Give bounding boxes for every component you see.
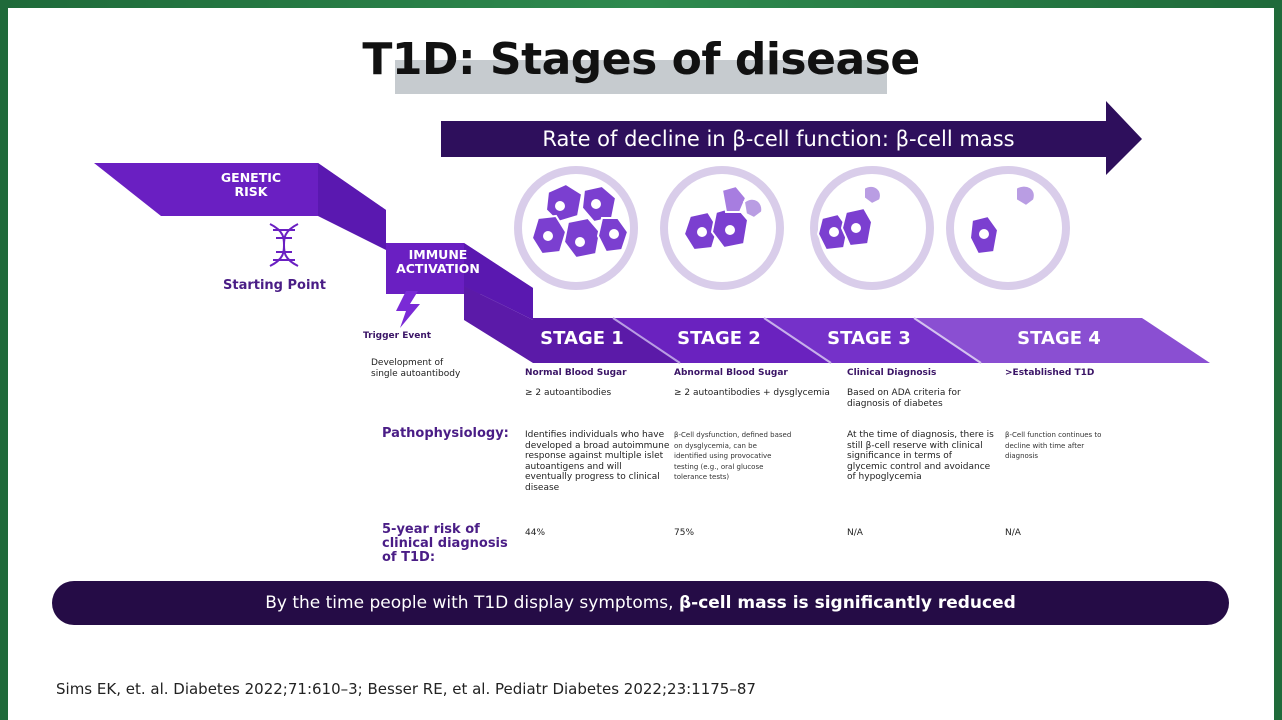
stage-1-heading: Normal Blood Sugar — [525, 368, 627, 378]
step-riser-2 — [464, 243, 533, 320]
stage-4-risk: N/A — [1005, 528, 1021, 538]
citation: Sims EK, et. al. Diabetes 2022;71:610–3;… — [56, 680, 756, 698]
trigger-event-label: Trigger Event — [363, 331, 432, 341]
banner-text: By the time people with T1D display symp… — [265, 593, 679, 613]
genetic-risk-step — [94, 163, 386, 216]
stage-3-segment — [764, 318, 981, 363]
pre-stage-note: Development of single autoantibody — [371, 358, 461, 379]
starting-point-label: Starting Point — [223, 278, 326, 293]
immune-activation-label: IMMUNE ACTIVATION — [396, 247, 480, 276]
stage-2-heading: Abnormal Blood Sugar — [674, 368, 788, 378]
stage-3-label: STAGE 3 — [827, 328, 911, 349]
slide-title: T1D: Stages of disease — [362, 34, 920, 85]
cell-circle-3 — [810, 166, 934, 290]
stage-4-pathophysiology: β-Cell function continues to decline wit… — [1005, 431, 1102, 460]
key-message-banner: By the time people with T1D display symp… — [52, 581, 1229, 625]
rate-arrow-label: Rate of decline in β-cell function: β-ce… — [542, 127, 1015, 151]
cell-circle-1 — [514, 166, 638, 290]
stage-1-segment — [464, 286, 680, 363]
stage-1-label: STAGE 1 — [540, 328, 624, 349]
pathophysiology-label: Pathophysiology: — [382, 426, 509, 441]
title-highlight — [395, 60, 887, 94]
genetic-risk-label: GENETIC RISK — [220, 170, 282, 199]
stage-1-pathophysiology: Identifies individuals who have develope… — [525, 430, 670, 493]
stage-3-heading: Clinical Diagnosis — [847, 368, 937, 378]
dna-icon — [269, 223, 299, 267]
banner-bold-text: β-cell mass is significantly reduced — [678, 593, 1016, 613]
stage-3-risk: N/A — [847, 528, 863, 538]
risk-label: 5-year risk of clinical diagnosis of T1D… — [382, 522, 508, 565]
step-riser-1 — [318, 163, 386, 250]
cell-circle-2 — [660, 166, 784, 290]
rate-arrow — [441, 101, 1142, 175]
stage-2-pathophysiology: β-Cell dysfunction, defined based on dys… — [674, 431, 792, 481]
stage-2-risk: 75% — [674, 528, 695, 538]
cell-circle-4 — [946, 166, 1070, 290]
stage-4-label: STAGE 4 — [1017, 328, 1101, 349]
diagram-shapes — [94, 101, 1210, 364]
stage-4-heading: >Established T1D — [1005, 368, 1095, 378]
slide: T1D: Stages of disease — [8, 8, 1274, 720]
stage-2-segment — [613, 318, 831, 363]
stage-3-criteria: Based on ADA criteria for diagnosis of d… — [847, 388, 961, 409]
stage-1-risk: 44% — [525, 528, 546, 538]
stage-1-criteria: ≥ 2 autoantibodies — [525, 388, 612, 398]
stage-2-criteria: ≥ 2 autoantibodies + dysglycemia — [674, 388, 830, 398]
stage-4-segment — [914, 318, 1210, 363]
stage-2-label: STAGE 2 — [677, 328, 761, 349]
stage-3-pathophysiology: At the time of diagnosis, there is still… — [847, 430, 994, 482]
lightning-icon — [396, 291, 420, 328]
